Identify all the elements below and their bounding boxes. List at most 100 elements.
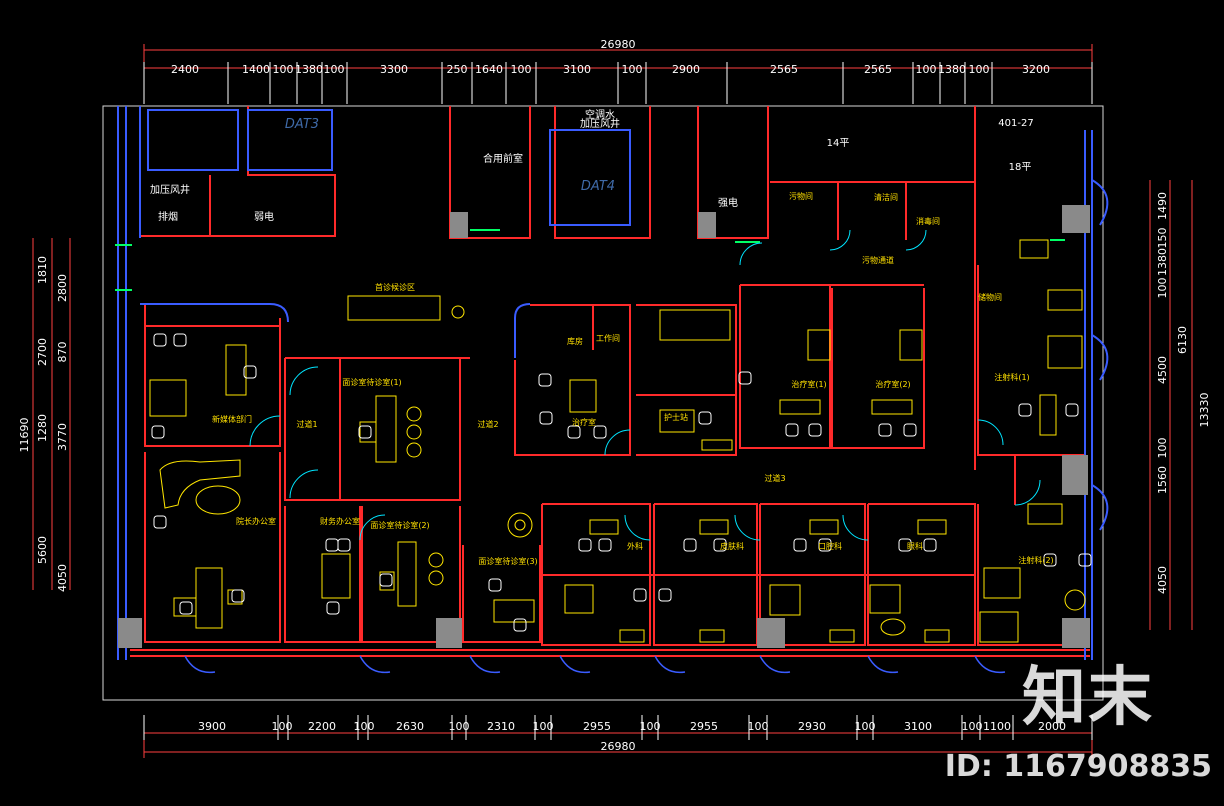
top-dim-label: 250 — [447, 63, 468, 76]
top-dim-label: 100 — [273, 63, 294, 76]
room-label: 空调水 — [585, 108, 615, 121]
room-label: 强电 — [718, 196, 738, 209]
top-dim-label: 3100 — [563, 63, 591, 76]
right-dim-label: 100 — [1156, 438, 1169, 459]
top-dim-label: 100 — [324, 63, 345, 76]
top-dim-label: 100 — [622, 63, 643, 76]
right-dimension-lines — [1149, 180, 1193, 630]
bottom-dim-label: 2930 — [798, 720, 826, 733]
room-label: 面诊室待诊室(3) — [478, 556, 537, 566]
chair-icon — [153, 515, 167, 529]
chair-icon — [326, 601, 340, 615]
top-dim-label: 100 — [916, 63, 937, 76]
chair-icon — [793, 538, 807, 552]
chair-icon — [818, 538, 832, 552]
chair-icon — [179, 601, 193, 615]
bottom-dim-label: 2200 — [308, 720, 336, 733]
chair-icon — [1018, 403, 1032, 417]
top-dim-label: 1640 — [475, 63, 503, 76]
dat-label: DAT4 — [581, 179, 615, 194]
top-dim-label: 1380 — [938, 63, 966, 76]
chair-icon — [243, 365, 257, 379]
top-dim-label: 2565 — [770, 63, 798, 76]
chair-icon — [173, 333, 187, 347]
room-label: 清洁间 — [874, 192, 898, 202]
left-dim-label: 4050 — [56, 564, 69, 592]
dat-label: DAT3 — [285, 117, 319, 132]
right-dim-label: 1380 — [1156, 248, 1169, 276]
chair-icon — [808, 423, 822, 437]
bottom-total-dim: 26980 — [601, 740, 636, 753]
glazing-green — [115, 229, 1065, 291]
top-dim-label: 3200 — [1022, 63, 1050, 76]
chair-icon — [379, 573, 393, 587]
top-dim-label: 3300 — [380, 63, 408, 76]
left-dim-label: 5600 — [36, 536, 49, 564]
chair-icon — [325, 538, 339, 552]
room-label: 污物间 — [789, 191, 813, 201]
room-label: 弱电 — [254, 210, 274, 223]
bottom-dim-label: 100 — [354, 720, 375, 733]
top-dim-label: 100 — [511, 63, 532, 76]
chair-icon — [1078, 553, 1092, 567]
room-label: 面诊室待诊室(1) — [342, 377, 401, 387]
chair-icon — [539, 411, 553, 425]
chair-icon — [488, 578, 502, 592]
chair-icon — [658, 588, 672, 602]
room-label: 污物通道 — [862, 255, 894, 265]
right-dim-label: 4500 — [1156, 356, 1169, 384]
bottom-dim-label: 100 — [272, 720, 293, 733]
top-dim-label: 1400 — [242, 63, 270, 76]
top-dim-label: 1380 — [295, 63, 323, 76]
bottom-dim-label: 2310 — [487, 720, 515, 733]
chair-icon — [513, 618, 527, 632]
bottom-dim-label: 3900 — [198, 720, 226, 733]
chair-icon — [598, 538, 612, 552]
chair-icon — [738, 371, 752, 385]
left-dimension-lines — [32, 238, 71, 590]
chair-icon — [593, 425, 607, 439]
chair-icon — [578, 538, 592, 552]
left-dim-label: 1810 — [36, 256, 49, 284]
bottom-dim-label: 100 — [962, 720, 983, 733]
right-dim-label: 1490 — [1156, 192, 1169, 220]
right-dim-label: 150 — [1156, 228, 1169, 249]
room-label: 注射科(2) — [1018, 555, 1053, 565]
chair-icon — [538, 373, 552, 387]
bottom-dim-label: 2000 — [1038, 720, 1066, 733]
chair-icon — [1065, 403, 1079, 417]
chair-icon — [878, 423, 892, 437]
columns — [118, 205, 1090, 648]
room-label: 外科 — [627, 541, 643, 551]
bottom-dim-label: 100 — [533, 720, 554, 733]
room-label: 面诊室待诊室(2) — [370, 520, 429, 530]
room-label: 合用前室 — [483, 152, 523, 165]
bottom-dim-label: 1100 — [983, 720, 1011, 733]
room-label: 治疗室(2) — [875, 379, 910, 389]
bottom-dim-label: 2955 — [690, 720, 718, 733]
room-labels: 加压风井排烟弱电合用前室空调水加压风井强电14平18平401-27DAT3DAT… — [150, 108, 1054, 566]
chair-icon — [903, 423, 917, 437]
bottom-dim-label: 100 — [748, 720, 769, 733]
room-label: 14平 — [827, 138, 850, 149]
room-label: 首诊候诊区 — [375, 282, 415, 292]
left-dim-label: 2700 — [36, 338, 49, 366]
room-label: 治疗室 — [572, 417, 596, 427]
room-label: 401-27 — [998, 118, 1033, 129]
right-dim-label: 100 — [1156, 278, 1169, 299]
room-label: 院长办公室 — [236, 516, 276, 526]
bottom-dim-label: 100 — [855, 720, 876, 733]
chair-icon — [683, 538, 697, 552]
right-dim-label: 4050 — [1156, 566, 1169, 594]
room-label: 新媒体部门 — [212, 414, 252, 424]
watermark-brand: 知末 — [1022, 661, 1154, 735]
chair-icon — [898, 538, 912, 552]
room-label: 加压风井 — [580, 117, 620, 130]
chair-icon — [151, 425, 165, 439]
right-total-dim: 13330 — [1198, 393, 1211, 428]
chair-icon — [785, 423, 799, 437]
